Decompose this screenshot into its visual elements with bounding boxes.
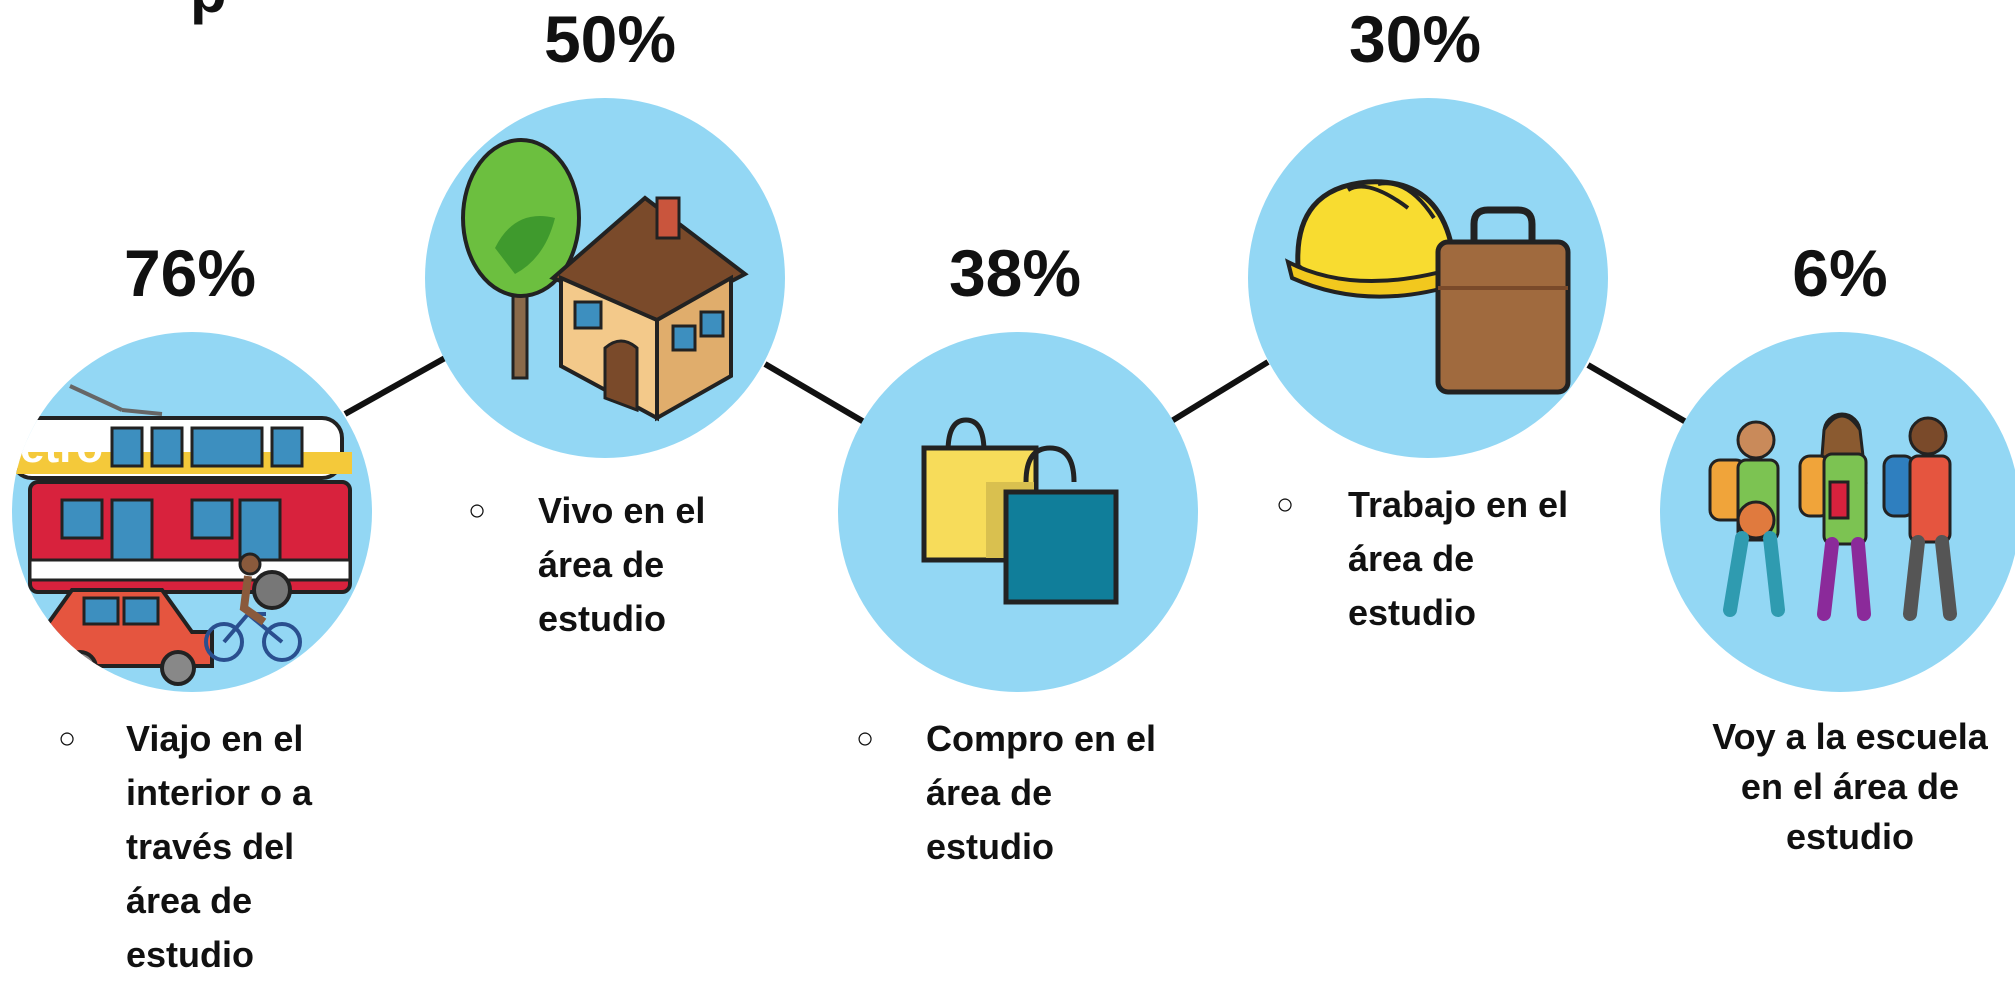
connector-4-5: [1586, 362, 1688, 425]
bullet-house: ○: [468, 494, 487, 527]
percent-school: 6%: [1792, 236, 1888, 310]
circle-house: [425, 98, 785, 458]
connector-3-4: [1168, 359, 1270, 425]
percent-transit: 76%: [123, 236, 257, 310]
shopping-bags-icon: [921, 417, 1119, 605]
house-tree-icon: [461, 138, 749, 422]
circle-work: [1248, 98, 1608, 458]
percent-work: 30%: [1348, 2, 1482, 76]
bullet-shopping: ○: [856, 722, 875, 755]
label-house: Vivo en el área de estudio: [538, 490, 706, 639]
circle-shopping: [838, 332, 1198, 692]
transit-icon: etro: [12, 384, 352, 686]
label-work: Trabajo en el área de estudio: [1348, 484, 1569, 633]
connector-1-2: [343, 355, 447, 417]
percent-shopping: 38%: [948, 236, 1082, 310]
students-icon: [1708, 412, 1957, 621]
label-school: Voy a la escuela en el área de estudio: [1712, 716, 1988, 857]
label-shopping: Compro en el área de estudio: [926, 718, 1157, 867]
percent-house: 50%: [543, 2, 677, 76]
circle-transit: etro: [12, 332, 372, 692]
circle-school: [1660, 332, 2015, 692]
bullet-work: ○: [1276, 488, 1295, 521]
label-transit: Viajo en el interior o a través del área…: [126, 718, 313, 975]
bullet-transit: ○: [58, 722, 77, 755]
hardhat-briefcase-icon: [1284, 179, 1571, 395]
svg-text:etro: etro: [20, 423, 103, 472]
header-fragment: p: [190, 0, 227, 22]
connector-2-3: [763, 361, 866, 425]
